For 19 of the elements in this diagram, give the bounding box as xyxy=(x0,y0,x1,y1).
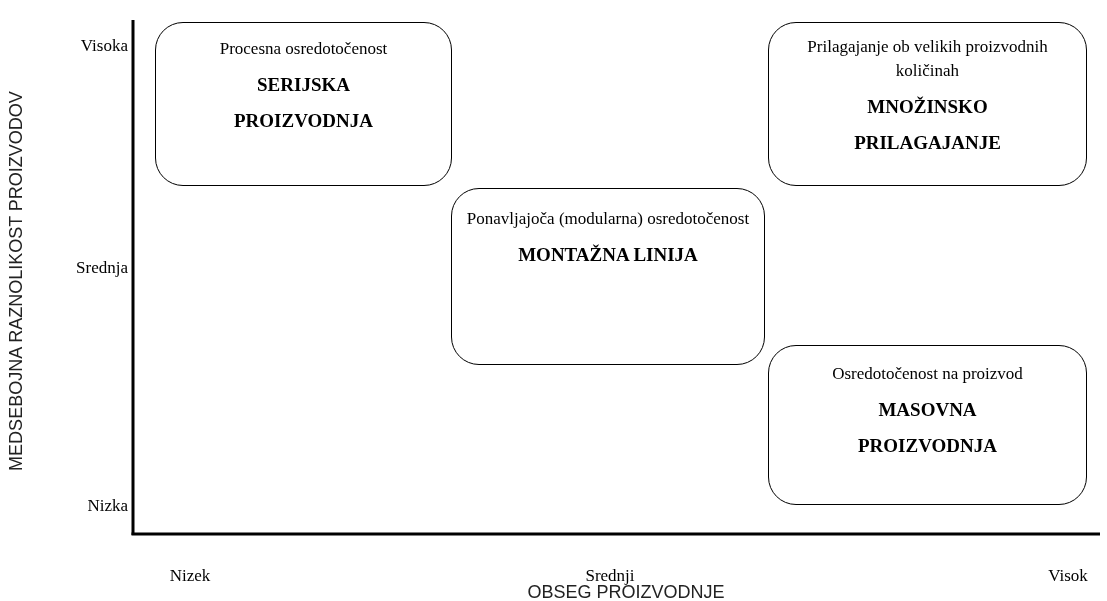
box-subtitle: Procesna osredotočenost xyxy=(219,38,388,60)
quadrant-box xyxy=(155,22,452,186)
box-subtitle: Osredotočenost na proizvod xyxy=(832,363,1023,385)
box-title: MONTAŽNA LINIJA xyxy=(518,243,698,267)
quadrant-box xyxy=(451,188,765,365)
box-title: SERIJSKA PROIZVODNJA xyxy=(233,73,374,133)
axis-title: MEDSEBOJNA RAZNOLIKOST PROIZVODOV xyxy=(4,91,27,471)
box-title: MASOVNA PROIZVODNJA xyxy=(857,398,998,458)
box-subtitle: Ponavljajoča (modularna) osredotočenost xyxy=(466,208,750,230)
axis-tick-label: Visok xyxy=(1048,565,1088,588)
axis-tick-label: Srednji xyxy=(585,565,635,586)
axis-tick-label: Visoka xyxy=(80,35,128,58)
box-title: MNOŽINSKO PRILAGAJANJE xyxy=(853,95,1002,155)
box-subtitle: Prilagajanje ob velikih proizvodnih količinah xyxy=(806,36,1049,82)
axis-tick-label: Srednja xyxy=(76,257,128,280)
quadrant-box xyxy=(768,345,1087,505)
axis-tick-label: Nizka xyxy=(87,495,128,518)
quadrant-box xyxy=(768,22,1087,186)
axis-tick-label: Nizek xyxy=(169,565,211,588)
